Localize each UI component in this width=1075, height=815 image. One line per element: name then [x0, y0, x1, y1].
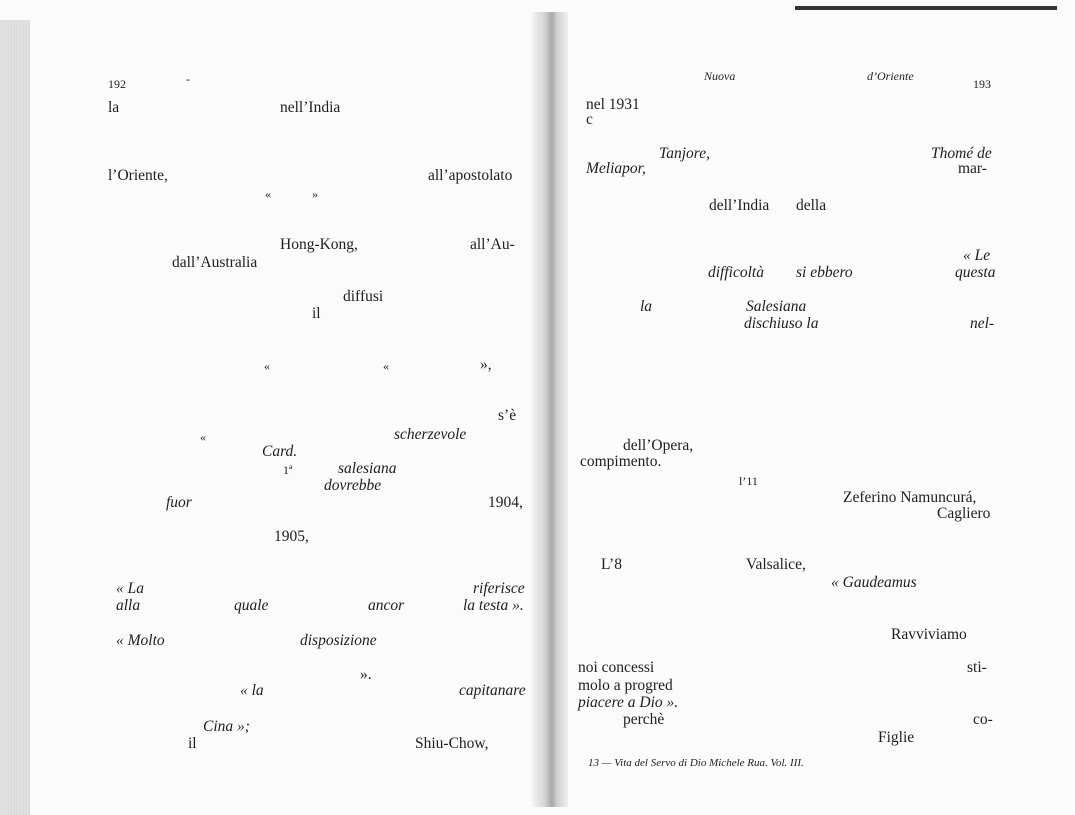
text-line: », [480, 356, 492, 373]
text-line: disposizione [300, 632, 377, 649]
text-line: l’Oriente, [108, 167, 168, 184]
text-line: 1904, [488, 494, 523, 511]
text-line: « la [240, 682, 264, 699]
running-head: d’Oriente [867, 69, 914, 83]
text-line: « [265, 187, 271, 201]
text-line: Cina »; [203, 718, 250, 735]
text-line: scherzevole [394, 426, 467, 443]
text-line: Hong-Kong, [280, 236, 358, 253]
text-line: Valsalice, [746, 556, 806, 573]
text-line: nel 1931 [586, 96, 640, 113]
text-line: noi concessi [578, 659, 655, 676]
text-line: riferisce [473, 580, 525, 597]
text-line: salesiana [338, 460, 397, 477]
text-line: « [264, 359, 270, 373]
text-line: mar- [958, 160, 987, 177]
text-line: questa [955, 264, 996, 281]
text-line: all’Au- [470, 236, 515, 253]
text-line: c [586, 111, 593, 128]
text-line: il [188, 735, 197, 752]
top-edge-rule [795, 6, 1057, 10]
text-line: « Le [963, 247, 991, 264]
text-line: si ebbero [796, 264, 853, 281]
text-line: piacere a Dio ». [578, 694, 679, 711]
text-line: dell’Opera, [623, 437, 694, 454]
text-line: compimento. [580, 453, 662, 470]
page-number-left: 192 [108, 77, 126, 91]
text-line: il [312, 305, 321, 322]
text-line: Cagliero [937, 505, 991, 522]
right-page: Nuova d’Oriente 193 nel 1931 c Tanjore, … [560, 0, 1075, 815]
text-line: diffusi [343, 288, 384, 305]
book-gutter [532, 12, 568, 807]
left-page: 192 - la nell’India l’Oriente, all’apost… [0, 20, 526, 815]
text-line: alla [116, 597, 141, 614]
text-line: Ravviviamo [891, 626, 967, 643]
text-line: nell’India [280, 99, 341, 116]
text-line: 1905, [274, 528, 309, 545]
text-line: dall’Australia [172, 254, 258, 271]
text-line: molo a progred [578, 677, 673, 694]
signature-line: 13 — Vita del Servo di Dio Michele Rua. … [588, 757, 804, 769]
page-edge [0, 20, 30, 815]
text-line: s’è [498, 407, 517, 424]
text-line: Card. [262, 443, 298, 460]
text-line: la [108, 99, 120, 116]
text-line: della [796, 197, 827, 214]
text-line: Tanjore, [659, 145, 710, 162]
text-line: Meliapor, [586, 160, 646, 177]
text-line: sti- [967, 659, 987, 676]
text-line: Salesiana [746, 298, 807, 315]
text-line: Shiu-Chow, [415, 735, 489, 752]
text-line: 1ª [283, 463, 293, 477]
text-line: capitanare [459, 682, 526, 699]
text-line: dischiuso la [744, 315, 819, 332]
text-line: difficoltà [708, 264, 764, 281]
text-line: fuor [166, 494, 192, 511]
text-line: la [640, 298, 653, 315]
text-line: Figlie [878, 729, 915, 746]
text-line: ». [360, 666, 372, 683]
page-number-right: 193 [973, 77, 991, 91]
text-line: » [312, 187, 318, 201]
text-line: la testa ». [463, 597, 524, 614]
text-line: « [200, 430, 206, 444]
text-line: l’11 [739, 474, 758, 488]
text-line: quale [234, 597, 269, 614]
text-line: nel- [970, 315, 995, 332]
text-line: « Molto [116, 632, 165, 649]
text-line: L’8 [601, 556, 622, 573]
text-line: dell’India [709, 197, 770, 214]
text-line: « La [116, 580, 144, 597]
text-line: Thomé de [931, 145, 992, 162]
text-line: all’apostolato [428, 167, 513, 184]
text-line: « [383, 359, 389, 373]
text-line: perchè [623, 711, 665, 728]
text-line: dovrebbe [324, 477, 382, 494]
running-head: Nuova [704, 69, 736, 83]
text-line: ancor [368, 597, 405, 614]
text-line: « Gaudeamus [831, 574, 917, 591]
text-line: Zeferino Namuncurá, [843, 489, 977, 506]
speck-mark: - [186, 72, 190, 86]
text-line: co- [973, 711, 993, 728]
